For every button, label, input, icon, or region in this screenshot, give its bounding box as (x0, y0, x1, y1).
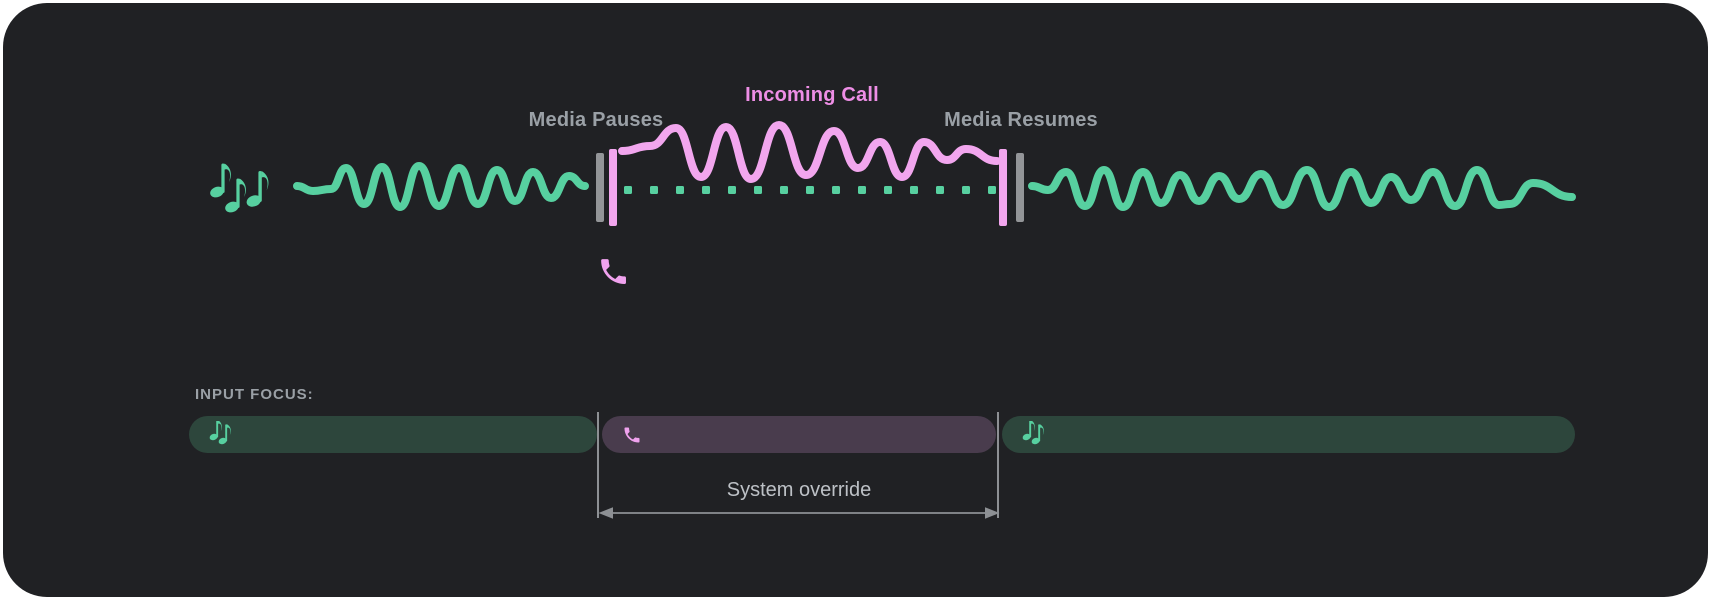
music-notes-icon (1021, 421, 1044, 446)
system-override-label: System override (726, 479, 872, 501)
override-guide-line-left (597, 412, 599, 518)
override-guide-line-right (997, 412, 999, 518)
media-resumes-label: Media Resumes (944, 109, 1098, 131)
input-focus-title: INPUT FOCUS: (195, 386, 314, 403)
diagram-card (3, 3, 1708, 597)
media-pauses-label: Media Pauses (528, 109, 664, 131)
focus-segment-media-2 (1002, 416, 1575, 453)
system-override-span-arrow (598, 507, 1000, 519)
incoming-call-label: Incoming Call (745, 84, 879, 106)
focus-segment-media-1 (189, 416, 597, 453)
focus-segment-call (602, 416, 996, 453)
music-notes-icon (208, 421, 231, 446)
phone-icon (624, 427, 640, 442)
